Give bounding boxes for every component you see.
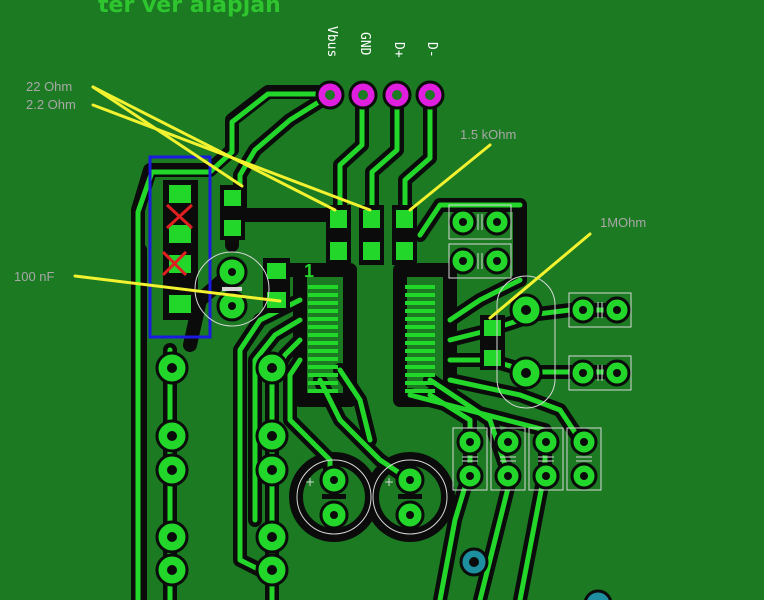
label-22-ohm: 22 Ohm <box>26 79 72 94</box>
selection-box <box>148 155 212 339</box>
resistor-r2 <box>326 205 351 265</box>
capacitor-c100n <box>263 258 290 313</box>
label-2-2-ohm: 2.2 Ohm <box>26 97 76 112</box>
electrolytic-caps: + + <box>296 459 448 535</box>
callout-line-1-5k <box>408 143 492 212</box>
label-100-nf: 100 nF <box>14 269 55 284</box>
callout-line-22ohm <box>91 85 244 188</box>
callout-line-2-2ohm <box>91 103 372 212</box>
resistor-r1 <box>220 185 245 240</box>
usb-pin-label-vbus: Vbus <box>324 26 339 57</box>
polarity-plus-1: + <box>305 475 315 489</box>
resistor-r3 <box>359 205 384 265</box>
through-hole-pads-left <box>155 251 289 587</box>
usb-pin-label-dplus: D+ <box>391 42 406 58</box>
ic-footprint: 1 <box>304 261 435 393</box>
selected-component-group[interactable] <box>148 155 212 339</box>
annotation-callouts <box>73 85 592 320</box>
resistor-r1m <box>480 315 505 370</box>
label-1-mohm: 1MOhm <box>600 215 646 230</box>
usb-pin-label-dminus: D- <box>424 42 439 58</box>
copper-trace-layer <box>135 91 613 600</box>
usb-pin-label-gnd: GND <box>357 32 372 56</box>
callout-line-100nf <box>73 274 282 303</box>
ic-pin1-marker: 1 <box>304 261 314 281</box>
label-1-5-kohm: 1.5 kOhm <box>460 127 516 142</box>
ic-right-pads <box>405 285 435 393</box>
callout-line-22ohm-2 <box>91 85 337 212</box>
usb-connector: Vbus GND D+ D- <box>315 26 445 110</box>
through-hole-pads-right <box>448 204 632 491</box>
reject-mark-1 <box>165 203 194 230</box>
polarity-plus-2: + <box>384 475 394 489</box>
ic-left-pads <box>308 285 338 393</box>
board-title-text: ter ver alapjan <box>98 0 281 18</box>
resistor-r4 <box>392 205 417 265</box>
vias <box>459 547 612 600</box>
cap-outline-small <box>194 251 270 327</box>
reject-mark-2 <box>161 250 188 277</box>
callout-line-1mohm <box>488 232 592 320</box>
